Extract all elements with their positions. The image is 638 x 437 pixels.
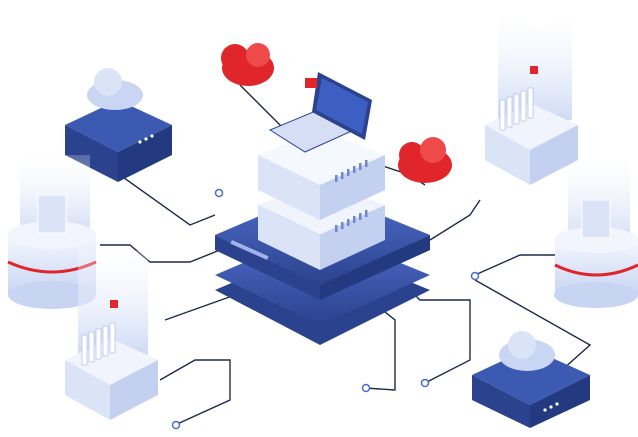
storage-rack-top-right-icon xyxy=(485,10,578,185)
database-left-icon xyxy=(7,155,97,309)
red-cloud-left-icon xyxy=(221,43,274,86)
cloud-server-top-left xyxy=(65,68,172,182)
red-cloud-right-icon xyxy=(398,137,452,183)
storage-rack-bottom-left-icon xyxy=(65,245,158,420)
central-server-stack xyxy=(215,130,430,345)
laptop-icon xyxy=(268,72,372,153)
connection-nodes xyxy=(171,188,480,430)
cloud-server-bottom-right xyxy=(472,331,590,428)
database-right-icon xyxy=(554,155,638,308)
